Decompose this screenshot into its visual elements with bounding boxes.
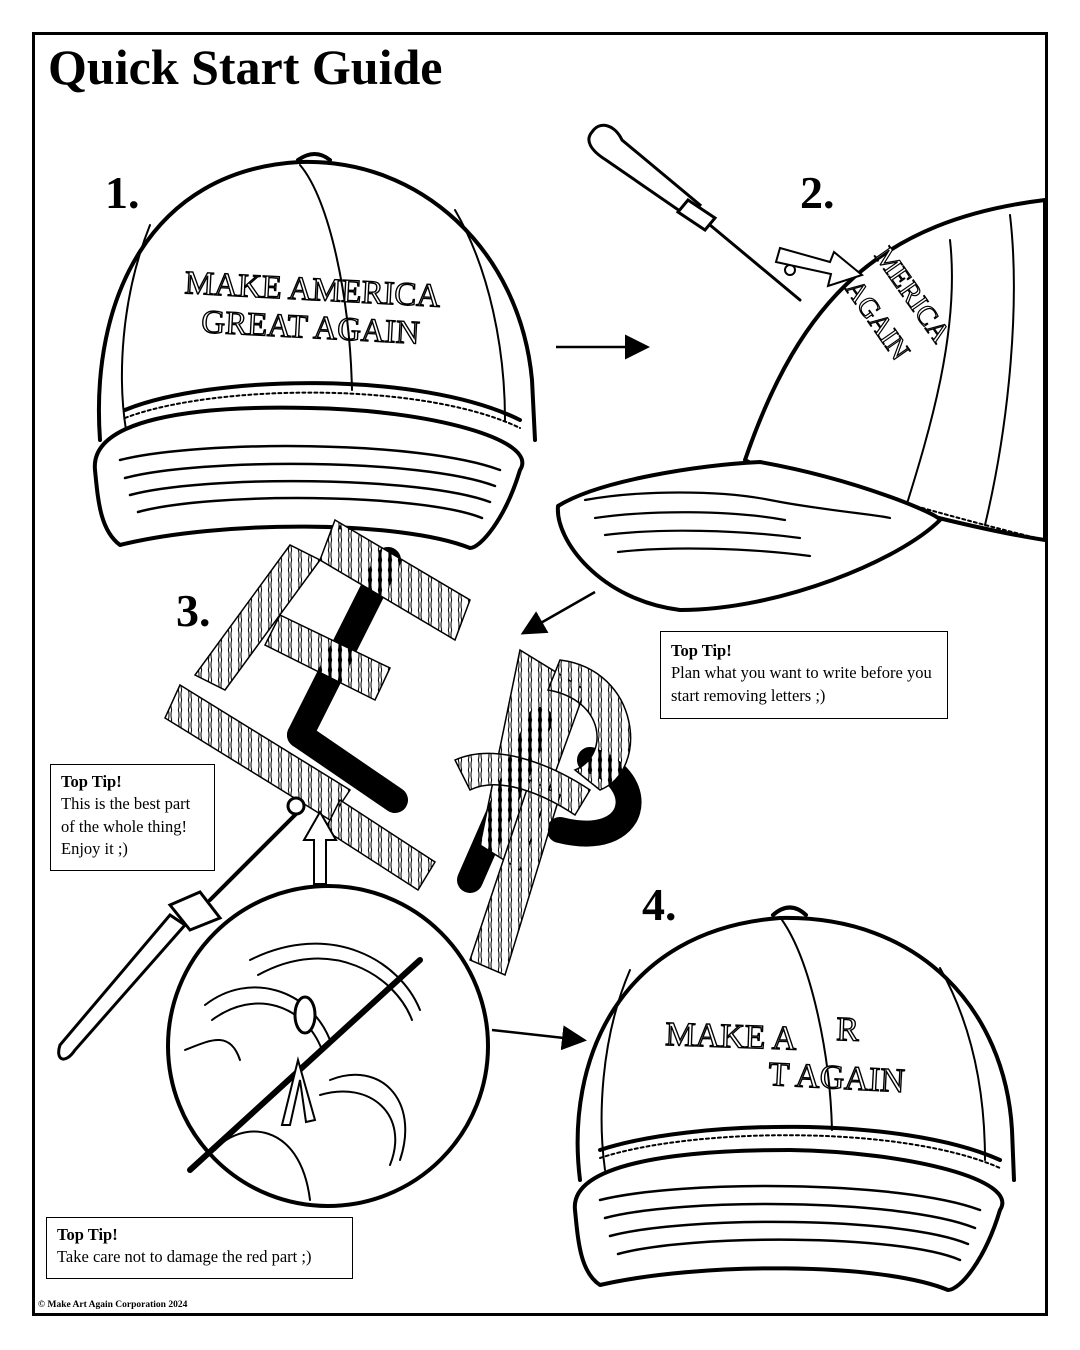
tip-body: Plan what you want to write before you s… <box>671 663 932 705</box>
tip-heading: Top Tip! <box>671 641 732 660</box>
arrow-into-stitching <box>774 246 865 288</box>
seam-ripper-bottom <box>57 796 306 1061</box>
tip-heading: Top Tip! <box>57 1225 118 1244</box>
seam-ripper-top <box>587 123 802 302</box>
up-arrow-to-coil <box>302 809 338 885</box>
page-frame <box>32 32 1048 1316</box>
tip-line: Enjoy it ;) <box>61 838 128 858</box>
hat-4-slogan-letter-r: R <box>836 1011 860 1049</box>
hat-4-slogan-line-2: T AGAIN <box>768 1056 906 1100</box>
tip-line: This is the best part <box>61 794 191 814</box>
copyright-notice: © Make Art Again Corporation 2024 <box>38 1300 188 1310</box>
tip-box-best-part: Top Tip! This is the best part of the wh… <box>50 764 215 871</box>
step-4-label: 4. <box>642 879 677 930</box>
magnified-detail-circle <box>166 884 490 1208</box>
tip-heading: Top Tip! <box>61 772 122 791</box>
hat-1-illustration <box>92 152 537 550</box>
step-2-label: 2. <box>800 167 835 218</box>
hat-4-slogan: MAKE A R T AGAIN <box>664 1010 906 1101</box>
removed-thread-letters <box>164 518 642 977</box>
step-3-label: 3. <box>176 585 211 636</box>
tip-line: of the whole thing! <box>61 816 188 836</box>
hat-2-illustration <box>555 198 1047 612</box>
arrow-step2-to-step3 <box>520 590 596 635</box>
tip-box-red-part: Top Tip! Take care not to damage the red… <box>46 1217 353 1279</box>
arrow-step3-to-step4 <box>491 1025 587 1051</box>
page-title: Quick Start Guide <box>48 39 443 95</box>
hat-4-illustration <box>572 905 1016 1292</box>
tip-body: Take care not to damage the red part ;) <box>57 1247 312 1267</box>
tip-box-plan: Top Tip! Plan what you want to write bef… <box>660 631 948 719</box>
hat-4-slogan-line-1: MAKE A <box>665 1016 798 1058</box>
step-1-label: 1. <box>105 167 140 218</box>
